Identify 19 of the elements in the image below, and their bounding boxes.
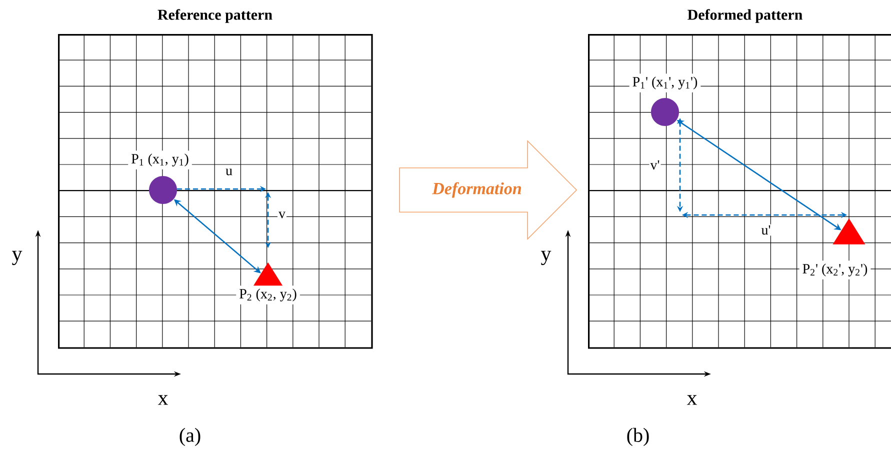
component-label: u: [224, 168, 234, 176]
component-label: v': [649, 159, 661, 171]
triangle-marker: [832, 218, 866, 244]
panel-label: (a): [178, 426, 202, 448]
point-label: P$_{2}$ (x$_{2}$, y$_{2}$): [236, 286, 300, 304]
point-label: P$_{1}$ (x$_{1}$, y$_{1}$): [128, 150, 192, 170]
axis-label: x: [686, 394, 698, 406]
dot-marker: [651, 98, 679, 126]
panel-label: (b): [625, 426, 651, 448]
axis-label: y: [10, 250, 24, 266]
dot-marker: [149, 176, 177, 204]
point-label: P$_{2}$' (x$_{2}$', y$_{2}$'): [799, 260, 871, 280]
panel-title: Reference pattern: [158, 9, 272, 23]
point-label: P$_{1}$' (x$_{1}$', y$_{1}$'): [629, 74, 701, 92]
panel-title: Deformed pattern: [688, 9, 802, 23]
component-label: u': [760, 224, 772, 236]
axis-label: x: [156, 394, 170, 406]
axis-label: y: [540, 250, 552, 266]
component-label: v: [278, 210, 286, 220]
